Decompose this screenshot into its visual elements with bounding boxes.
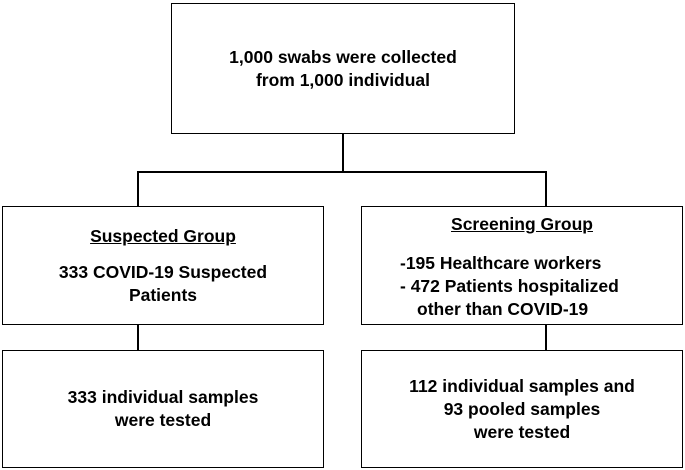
connector-split-bar <box>137 171 546 173</box>
suspected-line-1: 333 COVID-19 Suspected <box>58 262 268 282</box>
screening-group-box: Screening Group -195 Healthcare workers … <box>361 206 683 325</box>
screening-result-line-2: 93 pooled samples <box>443 398 601 419</box>
connector-right-drop <box>545 171 547 207</box>
suspected-result-line-2: were tested <box>114 410 212 430</box>
connector-top-stem <box>342 134 344 172</box>
screening-result-box: 112 individual samples and 93 pooled sam… <box>361 350 683 468</box>
suspected-result-box: 333 individual samples were tested <box>2 350 324 468</box>
screening-line-1: -195 Healthcare workers <box>400 253 602 273</box>
screening-group-heading: Screening Group <box>451 214 593 234</box>
connector-left-lower <box>137 325 139 351</box>
screening-result-line-3: were tested <box>473 421 571 442</box>
connector-right-lower <box>545 325 547 351</box>
collection-line-1: 1,000 swabs were collected <box>229 46 457 67</box>
suspected-result-line-1: 333 individual samples <box>67 387 259 407</box>
suspected-line-2: Patients <box>128 285 198 305</box>
collection-line-2: from 1,000 individual <box>255 69 431 90</box>
screening-line-3: other than COVID-19 <box>417 299 589 319</box>
connector-left-drop <box>137 171 139 207</box>
suspected-group-box: Suspected Group 333 COVID-19 Suspected P… <box>2 206 324 325</box>
screening-result-line-1: 112 individual samples and <box>409 375 635 396</box>
suspected-group-heading: Suspected Group <box>90 226 236 246</box>
collection-box: 1,000 swabs were collected from 1,000 in… <box>171 3 515 134</box>
screening-line-2: - 472 Patients hospitalized <box>400 276 619 296</box>
